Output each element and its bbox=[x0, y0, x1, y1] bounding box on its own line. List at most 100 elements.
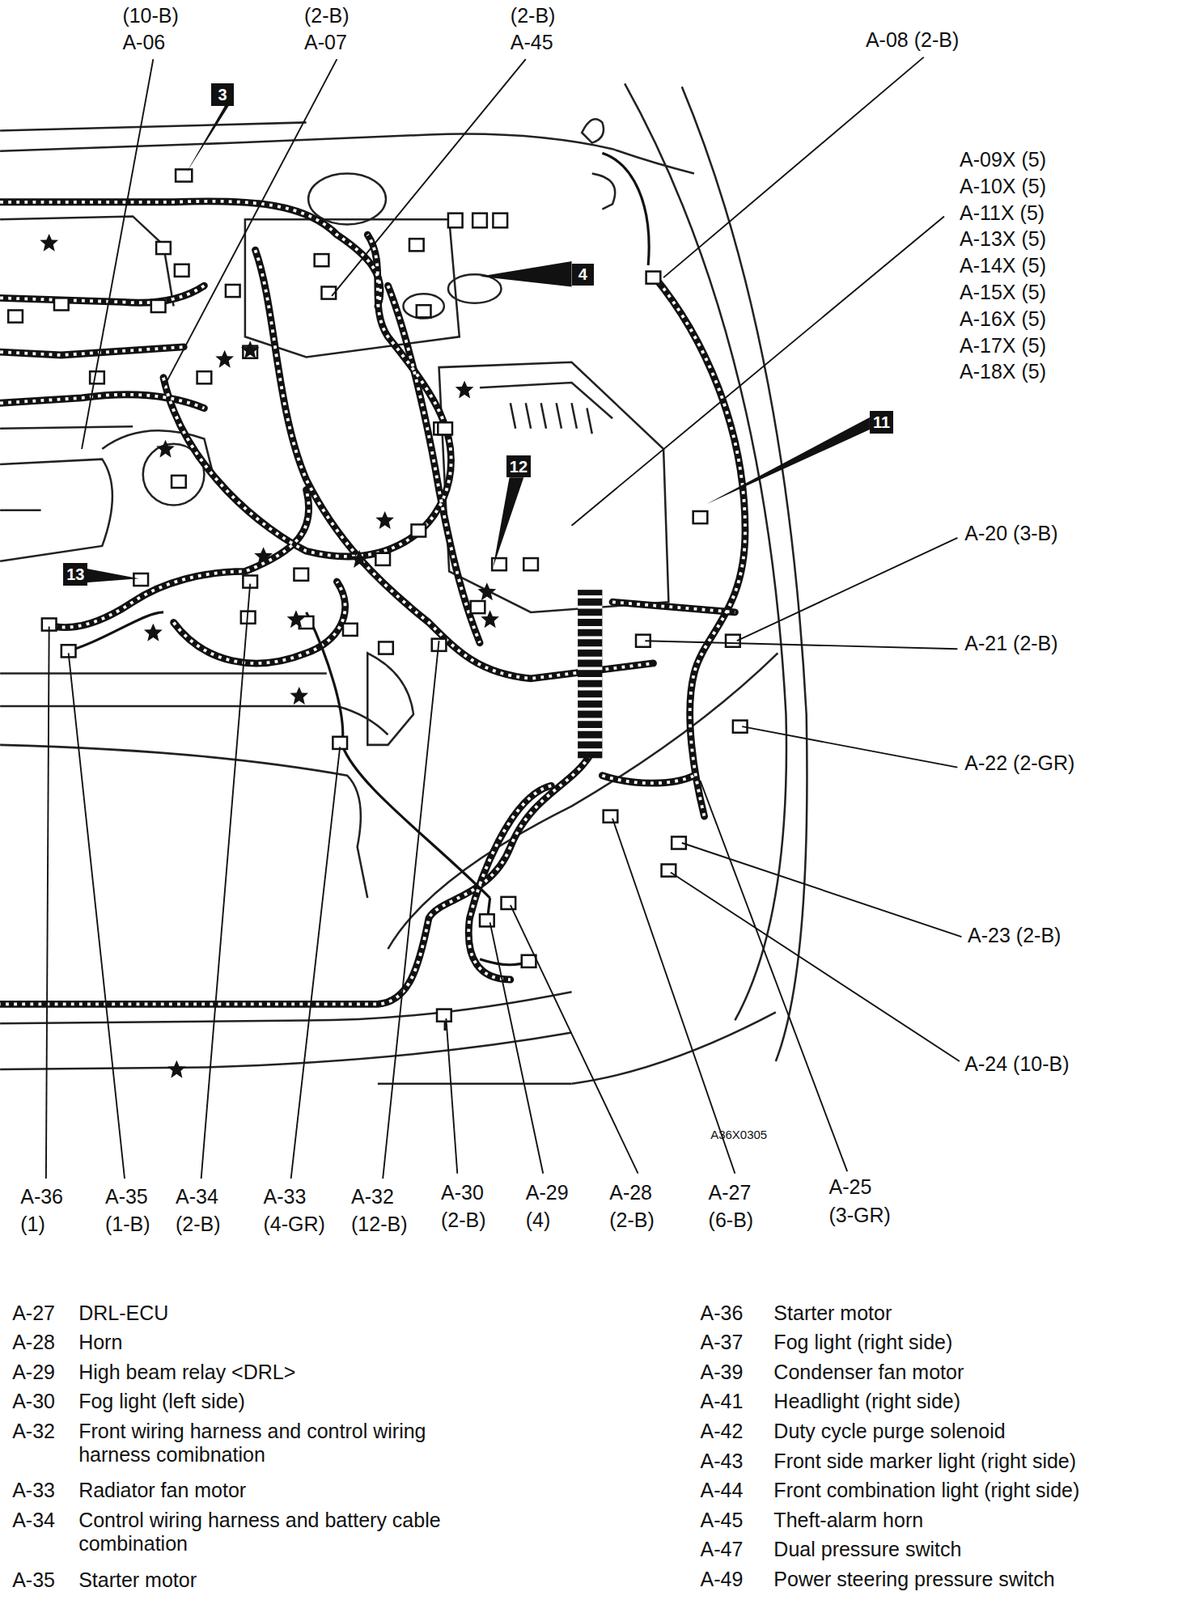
connector-label: A-29 bbox=[525, 1181, 569, 1205]
parts-list-text: Condenser fan motor bbox=[773, 1360, 964, 1385]
connector-symbols bbox=[175, 169, 192, 182]
wire-harness bbox=[612, 601, 735, 613]
connector-label: (1-B) bbox=[105, 1212, 151, 1237]
wire-harness bbox=[0, 754, 590, 1005]
connector-label: A-09X (5) bbox=[959, 148, 1047, 172]
wire-harness bbox=[601, 775, 695, 784]
parts-list-text: A-43 bbox=[700, 1449, 744, 1474]
leader-line bbox=[490, 922, 544, 1174]
connector-symbols bbox=[409, 238, 424, 251]
leader-line bbox=[382, 640, 439, 1179]
connector-label: A-30 bbox=[440, 1181, 484, 1205]
connector-symbols bbox=[89, 371, 105, 384]
wire-harness bbox=[61, 612, 445, 1031]
callout-pointer bbox=[85, 97, 870, 583]
body-outline bbox=[0, 991, 572, 1024]
connector-symbols bbox=[133, 573, 149, 586]
parts-list-text: Theft-alarm horn bbox=[773, 1508, 924, 1533]
connector-symbols bbox=[156, 241, 171, 255]
wire-harness bbox=[0, 754, 590, 1005]
leader-line bbox=[291, 746, 341, 1179]
connector-label: A-23 (2-B) bbox=[967, 923, 1061, 948]
connector-label: A-20 (3-B) bbox=[964, 521, 1058, 546]
wire-harness bbox=[0, 201, 746, 1005]
connector-symbols bbox=[54, 297, 69, 310]
body-outline bbox=[581, 118, 604, 143]
parts-list-text: A-42 bbox=[700, 1419, 744, 1444]
wire-harness bbox=[0, 201, 381, 307]
wire-harness bbox=[163, 234, 452, 557]
connector-symbols bbox=[479, 914, 495, 927]
connector-label: (4) bbox=[525, 1208, 551, 1233]
connector-label: (3-GR) bbox=[828, 1203, 890, 1228]
body-outline bbox=[572, 1012, 776, 1084]
connector-label: (1) bbox=[20, 1212, 46, 1237]
wire-harness bbox=[652, 275, 746, 818]
parts-list-text: Starter motor bbox=[78, 1568, 197, 1593]
connector-label: A-35 bbox=[105, 1185, 149, 1209]
connector-label: A-25 bbox=[828, 1175, 872, 1200]
connector-label: A-16X (5) bbox=[959, 307, 1047, 331]
parts-list-text: A-30 bbox=[12, 1389, 56, 1414]
leader-line bbox=[46, 57, 962, 1179]
body-outline bbox=[402, 293, 444, 318]
leader-line bbox=[682, 843, 962, 937]
leader-line bbox=[700, 780, 848, 1172]
parts-list-text: A-47 bbox=[700, 1538, 744, 1562]
body-outline bbox=[510, 402, 593, 434]
parts-list-text: A-39 bbox=[700, 1360, 744, 1385]
wire-harness bbox=[46, 490, 310, 628]
connector-label: (2-B) bbox=[304, 4, 350, 28]
wire-harness bbox=[46, 490, 310, 628]
body-outline bbox=[377, 1082, 573, 1085]
ground-star bbox=[375, 511, 395, 530]
connector-label: A-17X (5) bbox=[959, 334, 1047, 358]
callout-pointer bbox=[479, 261, 573, 288]
callout-pointer bbox=[492, 477, 524, 568]
leader-line bbox=[81, 59, 153, 450]
connector-symbols bbox=[448, 213, 463, 229]
connector-symbols bbox=[416, 305, 432, 318]
callout-text: 3 bbox=[217, 86, 227, 103]
wire-harness bbox=[652, 275, 746, 818]
body-outline bbox=[0, 508, 41, 512]
parts-list-text: A-33 bbox=[12, 1478, 56, 1503]
wire-harness bbox=[173, 581, 346, 664]
connector-symbols bbox=[501, 897, 517, 910]
connector-symbols bbox=[491, 558, 507, 571]
ground-star bbox=[215, 350, 234, 369]
wire-harness bbox=[173, 581, 346, 664]
connector-label: A-13X (5) bbox=[959, 227, 1047, 251]
wire-harness bbox=[468, 785, 551, 980]
connector-label: A-28 bbox=[609, 1181, 653, 1205]
parts-list-text: Control wiring harness and battery cable… bbox=[78, 1508, 467, 1556]
connector-label: A-15X (5) bbox=[959, 280, 1047, 305]
parts-list-text: A-35 bbox=[12, 1568, 56, 1593]
body-outline bbox=[367, 652, 414, 746]
wire-harness bbox=[601, 775, 695, 784]
body-outline bbox=[0, 706, 388, 735]
connector-label: A-11X (5) bbox=[959, 201, 1045, 225]
callout-number: 4 bbox=[572, 263, 595, 287]
body-outline bbox=[592, 173, 615, 209]
parts-list-text: Dual pressure switch bbox=[773, 1538, 962, 1562]
leader-line bbox=[331, 59, 526, 297]
leader-line bbox=[741, 726, 958, 767]
callout-number: 3 bbox=[211, 83, 234, 106]
parts-list-text: Radiator fan motor bbox=[78, 1478, 246, 1503]
body-outline bbox=[245, 219, 460, 357]
ground-star bbox=[477, 582, 496, 601]
body-outline bbox=[624, 83, 787, 1021]
parts-list-text: High beam relay <DRL> bbox=[78, 1360, 296, 1385]
connector-symbols bbox=[693, 511, 708, 524]
connector-symbols bbox=[523, 558, 539, 571]
parts-list-text: A-28 bbox=[12, 1330, 56, 1355]
callout-text: 12 bbox=[509, 458, 528, 475]
connector-label: A-45 bbox=[510, 30, 554, 55]
body-outline bbox=[0, 426, 133, 429]
ground-star bbox=[350, 550, 369, 568]
body-outline bbox=[0, 459, 113, 562]
connector-label: A36X0305 bbox=[710, 1127, 767, 1142]
connector-label: A-07 bbox=[304, 30, 348, 55]
